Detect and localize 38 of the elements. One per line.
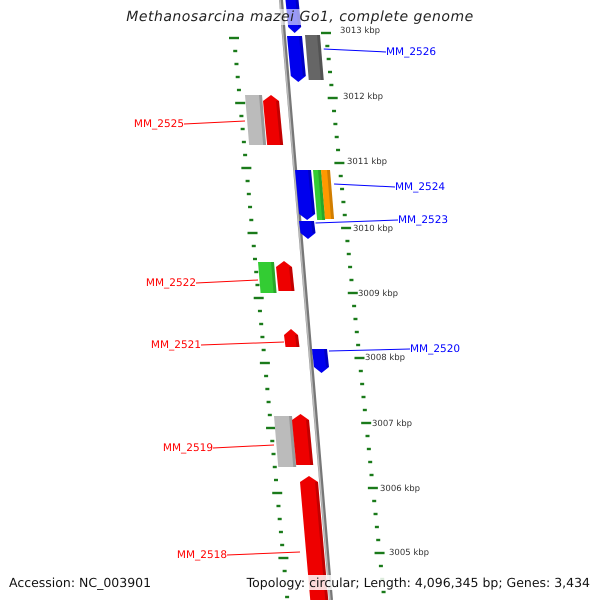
gene-label: MM_2526 xyxy=(386,46,436,58)
footer-text: Topology: circular; Length: 4,096,345 bp; Genes: 3,434 xyxy=(246,575,590,590)
leader-line xyxy=(334,184,396,188)
gene-label: MM_2525 xyxy=(134,118,184,130)
scale-label: 3010 kbp xyxy=(353,224,394,235)
gene-block xyxy=(274,416,296,467)
leader-line xyxy=(328,348,410,352)
title: Methanosarcina mazei Go1, complete genome xyxy=(126,9,474,25)
gene-block xyxy=(245,95,266,145)
scale-label: 3011 kbp xyxy=(347,157,388,168)
gene-block xyxy=(312,349,329,373)
gene-block xyxy=(299,221,316,239)
gene-label: MM_2524 xyxy=(395,180,446,194)
leader-line xyxy=(184,120,246,124)
gene-label: MM_2521 xyxy=(150,338,201,352)
leader-line xyxy=(200,342,284,346)
gene-block xyxy=(305,35,324,80)
gene-label: MM_2519 xyxy=(162,442,213,454)
leader-line xyxy=(314,220,398,224)
leader-line xyxy=(323,48,386,52)
gene-label: MM_2520 xyxy=(410,342,460,356)
scale-label: 3013 kbp xyxy=(340,26,380,37)
footer-text: Accession: NC_003901 xyxy=(9,575,152,590)
scale-label: 3012 kbp xyxy=(343,92,384,103)
gene-block xyxy=(258,262,277,293)
scale-label: 3009 kbp xyxy=(358,289,398,300)
scale-label: 3007 kbp xyxy=(372,419,412,430)
gene-label: MM_2523 xyxy=(398,214,448,226)
leader-line xyxy=(212,444,274,448)
gene-block xyxy=(321,170,334,219)
leader-line xyxy=(226,552,300,556)
leader-line xyxy=(196,280,258,284)
scale-label: 3008 kbp xyxy=(365,353,406,364)
gene-label: MM_2522 xyxy=(146,276,196,290)
gene-label: MM_2518 xyxy=(176,548,227,562)
gene-block xyxy=(284,329,300,347)
scale-label: 3005 kbp xyxy=(389,548,430,559)
scale-label: 3006 kbp xyxy=(380,484,420,495)
